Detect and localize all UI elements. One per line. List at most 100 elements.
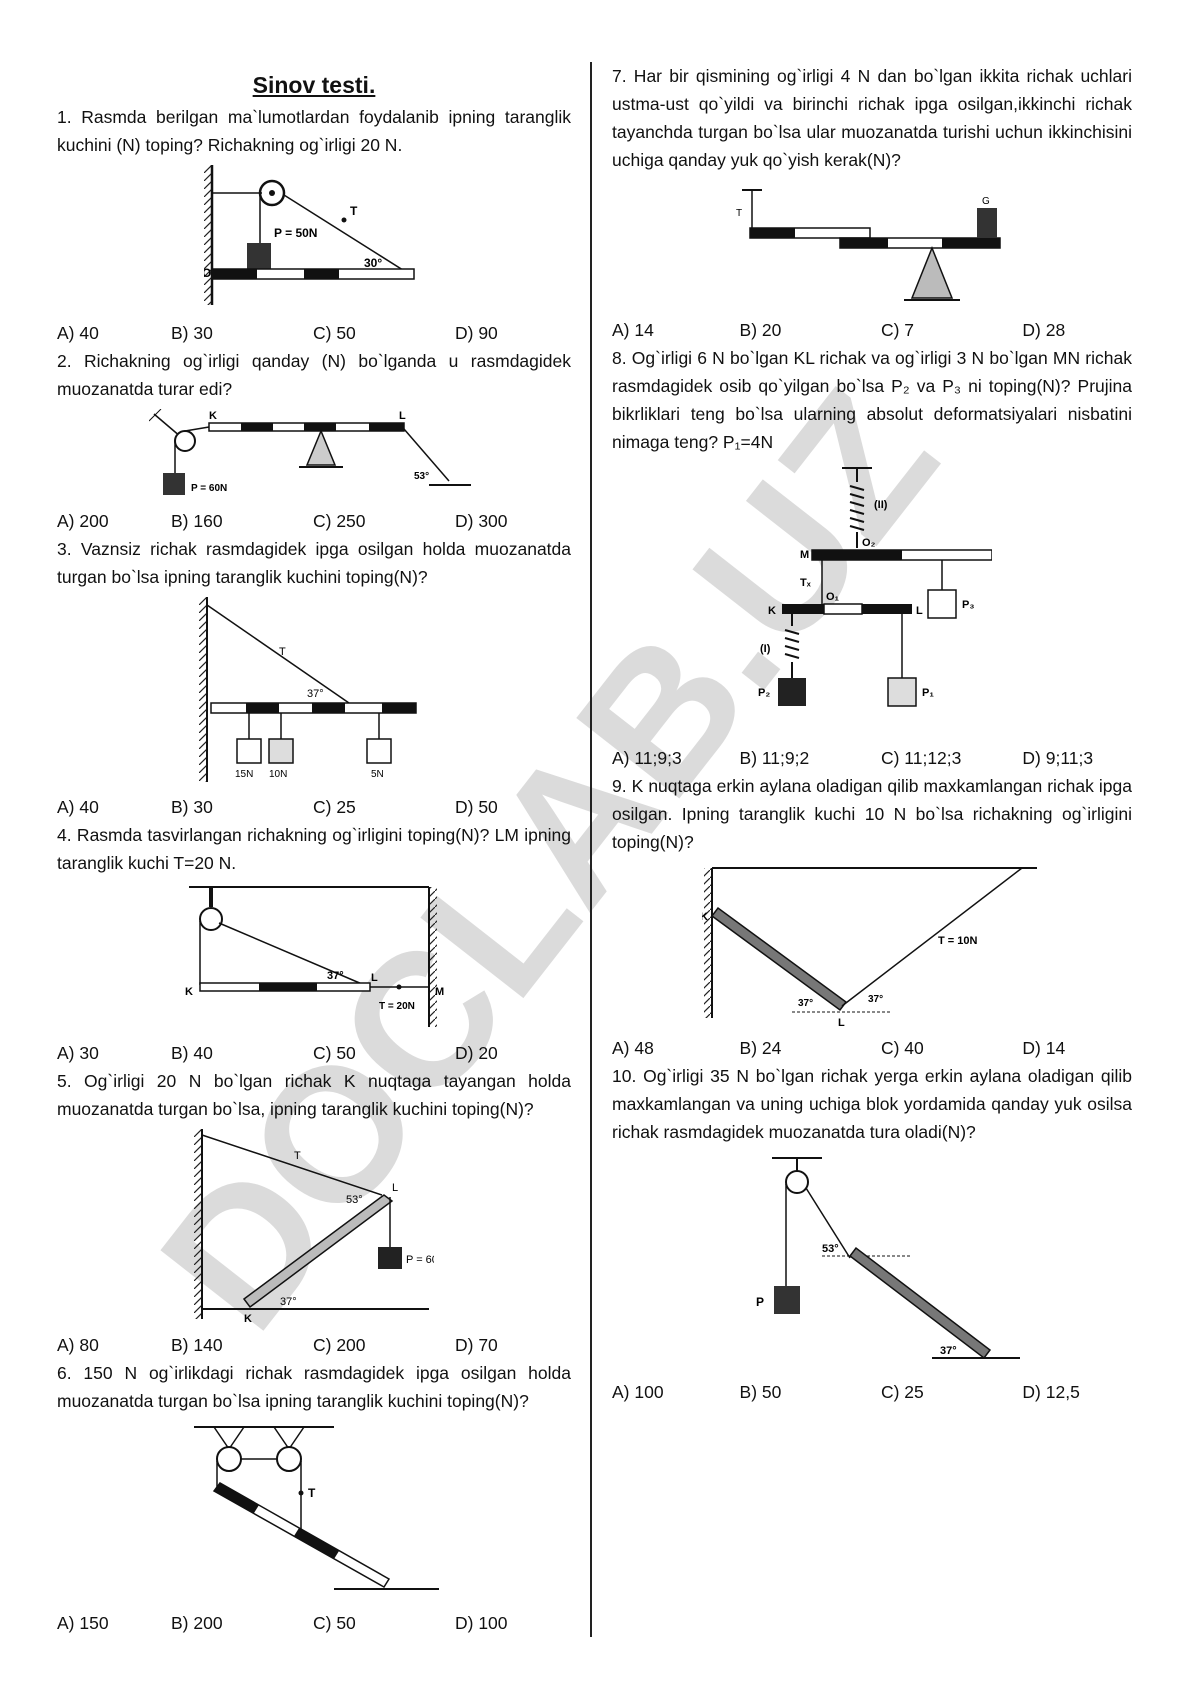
q8-label-Tx: Tₓ [800,577,812,589]
q10-label-P: P [756,1295,764,1309]
q6-answer-a[interactable]: A) 150 [57,1613,109,1633]
question-8-answers: A) 11;9;3 B) 11;9;2 C) 11;12;3 D) 9;11;3 [612,744,1132,772]
q7-label-T: T [736,208,742,219]
q2-answer-c[interactable]: C) 250 [313,511,366,531]
q4-answer-d[interactable]: D) 20 [455,1043,498,1063]
page-title: Sinov testi. [252,72,376,98]
q8-answer-b[interactable]: B) 11;9;2 [739,748,810,768]
q4-label-M: M [435,986,444,998]
question-4-figure: K 37° L M T = 20N [185,886,444,1027]
q8-label-O2: O₂ [862,537,876,549]
q7-answer-d[interactable]: D) 28 [1022,320,1066,340]
q8-answer-a[interactable]: A) 11;9;3 [612,748,682,768]
q9-label-L: L [838,1017,845,1028]
q10-answer-d[interactable]: D) 12,5 [1022,1382,1080,1402]
q5-answer-a[interactable]: A) 80 [57,1335,99,1355]
q5-answer-c[interactable]: C) 200 [313,1335,366,1355]
q10-answer-b[interactable]: B) 50 [739,1382,782,1402]
q10-label-angle37: 37° [940,1345,957,1357]
question-1-answers: A) 40 B) 30 C) 50 D) 90 [57,319,571,347]
q3-label-10N: 10N [269,769,287,780]
q9-answer-d[interactable]: D) 14 [1022,1038,1066,1058]
q8-label-I: (I) [760,643,771,655]
q8-label-M: M [800,549,809,561]
q5-label-P: P = 60N [406,1254,434,1266]
q1-answer-c[interactable]: C) 50 [313,323,356,343]
q4-answer-a[interactable]: A) 30 [57,1043,99,1063]
q9-answer-a[interactable]: A) 48 [612,1038,654,1058]
q9-answer-b[interactable]: B) 24 [739,1038,782,1058]
right-column: 7. Har bir qismining og`irligi 4 N dan b… [612,62,1132,1406]
q7-answer-c[interactable]: C) 7 [880,320,915,340]
question-8-text: 8. Og`irligi 6 N bo`lgan KL richak va og… [612,348,1132,452]
q4-answer-b[interactable]: B) 40 [171,1043,213,1063]
q7-answer-a[interactable]: A) 14 [612,320,654,340]
question-9-figure: K T = 10N 37° 37° L [702,867,1037,1028]
q1-label-T: T [350,204,358,218]
question-4-text: 4. Rasmda tasvirlangan richakning og`irl… [57,825,571,873]
question-10-text: 10. Og`irligi 35 N bo`lgan richak yerga … [612,1066,1132,1142]
q6-label-T: T [308,1486,316,1500]
question-2-answers: A) 200 B) 160 C) 250 D) 300 [57,507,571,535]
q3-answer-a[interactable]: A) 40 [57,797,99,817]
q6-answer-d[interactable]: D) 100 [455,1613,508,1633]
column-divider [590,62,592,1637]
q2-answer-b[interactable]: B) 160 [171,511,223,531]
q6-answer-b[interactable]: B) 200 [171,1613,223,1633]
question-7-answers: A) 14 B) 20 C) 7 D) 28 [612,316,1132,344]
q4-label-angle: 37° [327,970,344,982]
question-1-text: 1. Rasmda berilgan ma`lumotlardan foydal… [57,107,571,155]
q5-label-angle37: 37° [280,1296,297,1308]
q5-answer-b[interactable]: B) 140 [171,1335,223,1355]
question-7-text: 7. Har bir qismining og`irligi 4 N dan b… [612,66,1132,170]
q5-label-L: L [392,1182,398,1194]
q7-label-G: G [982,196,990,207]
q1-answer-b[interactable]: B) 30 [171,323,213,343]
q3-answer-b[interactable]: B) 30 [171,797,213,817]
question-10-answers: A) 100 B) 50 C) 25 D) 12,5 [612,1378,1132,1406]
q9-label-K: K [702,911,708,923]
q1-answer-a[interactable]: A) 40 [57,323,99,343]
q10-answer-c[interactable]: C) 25 [880,1382,924,1402]
question-2-figure: K L P = 60N 53° [149,409,471,495]
question-6-figure: T [194,1426,439,1590]
q8-label-II: (II) [874,499,888,511]
q5-label-T: T [294,1150,301,1162]
question-8-figure: (II) O₂ M N Tₓ O₁ P₃ K L (I) P₂ P₁ [758,467,992,707]
q5-answer-d[interactable]: D) 70 [455,1335,498,1355]
q1-answer-d[interactable]: D) 90 [455,323,498,343]
q3-label-T: T [279,646,286,658]
question-5-answers: A) 80 B) 140 C) 200 D) 70 [57,1331,571,1359]
question-9-text: 9. K nuqtaga erkin aylana oladigan qilib… [612,776,1132,852]
q9-answer-c[interactable]: C) 40 [880,1038,924,1058]
question-3-answers: A) 40 B) 30 C) 25 D) 50 [57,793,571,821]
q4-label-K: K [185,986,193,998]
q8-label-L: L [916,605,923,617]
question-4-answers: A) 30 B) 40 C) 50 D) 20 [57,1039,571,1067]
q5-label-angle53: 53° [346,1194,363,1206]
q3-answer-c[interactable]: C) 25 [313,797,356,817]
q7-answer-b[interactable]: B) 20 [739,320,782,340]
q9-label-T: T = 10N [938,935,977,947]
q5-label-K: K [244,1313,252,1325]
q9-label-angle-left: 37° [798,998,813,1009]
q8-label-O1: O₁ [826,591,840,603]
q1-label-O: O [204,266,211,280]
left-column: Sinov testi. 1. Rasmda berilgan ma`lumot… [57,62,571,1637]
q2-answer-d[interactable]: D) 300 [455,511,508,531]
q2-label-K: K [209,410,217,422]
q1-label-P: P = 50N [274,226,317,240]
q6-answer-c[interactable]: C) 50 [313,1613,356,1633]
q2-label-P: P = 60N [191,483,227,494]
q3-label-angle: 37° [307,688,324,700]
q2-answer-a[interactable]: A) 200 [57,511,109,531]
q3-answer-d[interactable]: D) 50 [455,797,498,817]
q8-answer-c[interactable]: C) 11;12;3 [880,748,962,768]
q3-label-15N: 15N [235,769,253,780]
q8-answer-d[interactable]: D) 9;11;3 [1022,748,1094,768]
q4-answer-c[interactable]: C) 50 [313,1043,356,1063]
q10-answer-a[interactable]: A) 100 [612,1382,664,1402]
question-6-answers: A) 150 B) 200 C) 50 D) 100 [57,1609,571,1637]
q10-label-angle53: 53° [822,1243,839,1255]
question-9-answers: A) 48 B) 24 C) 40 D) 14 [612,1034,1132,1062]
